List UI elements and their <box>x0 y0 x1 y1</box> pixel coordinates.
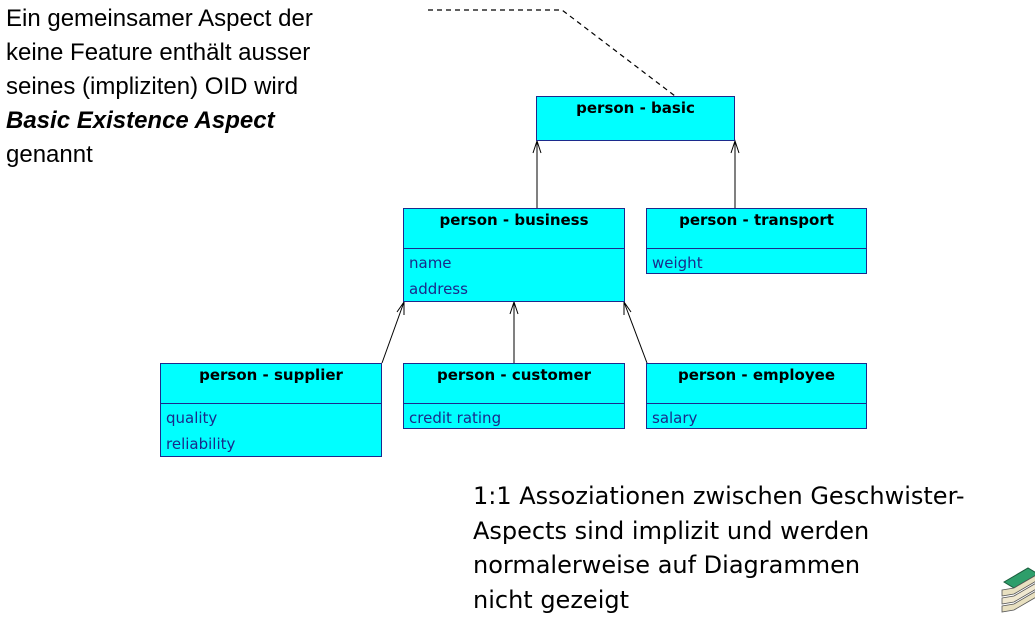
attribute: reliability <box>166 431 376 457</box>
generalization-employee-business <box>624 302 647 363</box>
class-person-customer: person - customer credit rating <box>403 363 625 429</box>
note-connector <box>428 10 675 96</box>
attribute: weight <box>652 250 861 276</box>
class-title: person - basic <box>537 97 734 137</box>
class-attributes: name address <box>404 249 624 303</box>
attribute: credit rating <box>409 405 619 431</box>
attribute: name <box>409 250 619 276</box>
class-attributes: weight <box>647 249 866 277</box>
books-icon <box>998 560 1035 616</box>
class-title: person - customer <box>404 364 624 404</box>
class-title: person - supplier <box>161 364 381 404</box>
class-person-employee: person - employee salary <box>646 363 867 429</box>
sibling-association-note: 1:1 Assoziationen zwischen Geschwister- … <box>473 479 1035 617</box>
class-title: person - employee <box>647 364 866 404</box>
attribute: quality <box>166 405 376 431</box>
class-title: person - transport <box>647 209 866 249</box>
class-attributes: salary <box>647 404 866 432</box>
note-line: 1:1 Assoziationen zwischen Geschwister- <box>473 479 1035 514</box>
class-person-transport: person - transport weight <box>646 208 867 274</box>
class-person-supplier: person - supplier quality reliability <box>160 363 382 457</box>
class-person-basic: person - basic <box>536 96 735 141</box>
arrowhead <box>624 302 631 315</box>
note-line: normalerweise auf Diagrammen <box>473 548 1035 583</box>
class-title: person - business <box>404 209 624 249</box>
class-attributes: credit rating <box>404 404 624 432</box>
class-person-business: person - business name address <box>403 208 625 302</box>
class-attributes: quality reliability <box>161 404 381 458</box>
note-line: Aspects sind implizit und werden <box>473 514 1035 549</box>
attribute: address <box>409 276 619 302</box>
attribute: salary <box>652 405 861 431</box>
generalization-supplier-business <box>382 302 404 363</box>
note-line: nicht gezeigt <box>473 583 1035 617</box>
